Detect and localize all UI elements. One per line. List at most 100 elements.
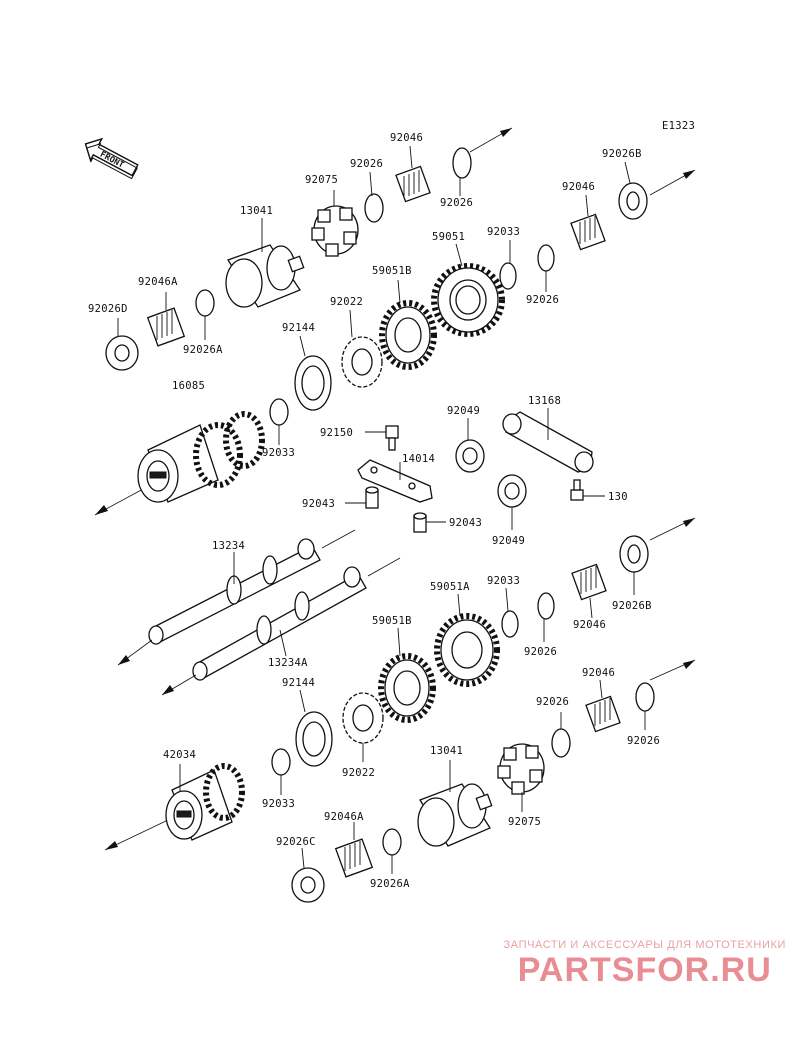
bolt-130 [570,479,605,501]
label-92075-lower: 92075 [508,816,541,828]
shaft-13234 [117,529,356,666]
label-13041-upper: 13041 [240,205,273,217]
label-92046-4: 92046 [582,667,615,679]
circlip-92026-1 [364,193,384,223]
label-92150: 92150 [320,427,353,439]
label-59051B-2: 59051B [372,615,412,627]
washer-92022-upper [341,309,383,388]
label-92049-1: 92049 [447,405,480,417]
washer-92026B-lower [619,535,649,595]
circlip-92033-1 [499,262,517,290]
watermark-logo: ЗАПЧАСТИ И АКСЕССУАРЫ ДЛЯ МОТОТЕХНИКИ PA… [504,939,786,990]
circlip-92026-6 [635,682,655,712]
label-14014: 14014 [402,453,435,465]
axis-upper-right [94,127,696,516]
needle-bearing-92046A-lower [334,822,374,878]
label-92026-6: 92026 [627,735,660,747]
bracket-14014 [357,459,433,503]
circlip-92026A-upper [195,289,215,317]
shaft-gear-16085 [137,411,265,503]
label-92033-1: 92033 [487,226,520,238]
label-13234: 13234 [212,540,245,552]
label-92022-2: 92022 [342,767,375,779]
label-92026-2: 92026 [440,197,473,209]
label-92046-1: 92046 [390,132,423,144]
label-92026C: 92026C [276,836,316,848]
circlip-92026A-lower [382,828,402,856]
sleeve-13041-upper [225,218,305,308]
label-92026-3: 92026 [526,294,559,306]
label-13234A: 13234A [268,657,308,669]
needle-bearing-92046-right [570,194,606,251]
collar-92043-2 [413,512,446,533]
gear-59051A [434,593,500,687]
label-92046-2: 92046 [562,181,595,193]
seal-92049-2 [497,474,527,530]
label-59051: 59051 [432,231,465,243]
label-59051B-1: 59051B [372,265,412,277]
bolt-92150 [365,425,399,451]
washer-92144-upper [294,335,332,411]
label-13168: 13168 [528,395,561,407]
label-92075-upper: 92075 [305,174,338,186]
washer-92022-lower [342,692,384,762]
label-130: 130 [608,491,628,503]
label-92026D: 92026D [88,303,128,315]
circlip-92026-5 [551,728,571,758]
label-92026A-1: 92026A [183,344,223,356]
collar-92043-1 [345,486,379,509]
label-42034: 42034 [163,749,196,761]
label-92046A-2: 92046A [324,811,364,823]
washer-92144-lower [295,689,333,767]
front-arrow-icon: FRONT [84,137,139,180]
washer-92026D [105,318,139,371]
washer-92026B-upper [618,161,648,220]
circlip-92033-2 [269,398,289,426]
label-92022-1: 92022 [330,296,363,308]
gear-59051 [431,243,505,337]
label-92049-2: 92049 [492,535,525,547]
circlip-92026-4 [537,592,555,620]
circlip-92033-3 [501,610,519,638]
needle-bearing-92046A-upper [146,292,186,347]
label-92046A-1: 92046A [138,276,178,288]
label-92033-2: 92033 [262,447,295,459]
circlip-92026-2 [452,147,472,179]
watermark-brand: PARTSFOR.RU [517,951,772,989]
label-92026-1: 92026 [350,158,383,170]
damper-92075-upper [311,190,359,257]
label-92026B-2: 92026B [612,600,652,612]
label-92026-4: 92026 [524,646,557,658]
label-16085: 16085 [172,380,205,392]
label-92026A-2: 92026A [370,878,410,890]
axis-lower-right [104,517,696,851]
lever-13168 [502,408,594,473]
gear-59051B-upper [379,279,437,370]
label-92026-5: 92026 [536,696,569,708]
damper-92075-lower [497,743,545,812]
label-92144-2: 92144 [282,677,315,689]
label-59051A: 59051A [430,581,470,593]
sleeve-13041-lower [417,760,493,847]
label-92033-3: 92033 [487,575,520,587]
label-92033-4: 92033 [262,798,295,810]
shaft-42034 [165,763,245,841]
label-92026B-1: 92026B [602,148,642,160]
label-92043-1: 92043 [302,498,335,510]
diagram-code: E1323 [662,120,695,132]
washer-92026C [291,847,325,903]
seal-92049-1 [455,418,485,473]
label-92046-3: 92046 [573,619,606,631]
watermark-tagline: ЗАПЧАСТИ И АКСЕССУАРЫ ДЛЯ МОТОТЕХНИКИ [503,939,786,951]
label-92043-2: 92043 [449,517,482,529]
gear-59051B-lower [378,627,436,723]
shaft-13234A [161,557,401,696]
needle-bearing-92046-bottom [585,679,621,733]
label-13041-lower: 13041 [430,745,463,757]
needle-bearing-92046-upper [395,145,431,203]
label-92144-1: 92144 [282,322,315,334]
circlip-92026-3 [537,244,555,272]
circlip-92033-4 [271,748,291,776]
needle-bearing-92046-lower [571,563,607,619]
